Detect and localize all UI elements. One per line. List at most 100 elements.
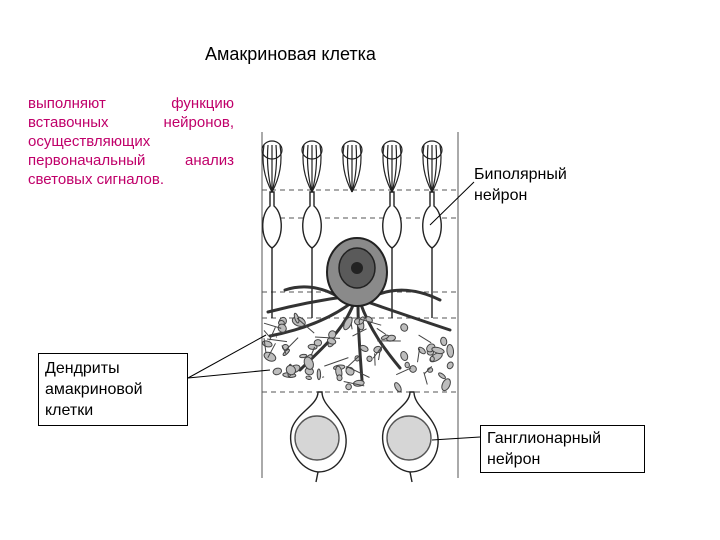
synapse-blob <box>359 344 369 352</box>
amacrine-description: выполняют функцию вставочных нейронов, о… <box>28 95 234 188</box>
receptor-fiber <box>271 144 282 193</box>
receptor-knob <box>421 140 443 160</box>
dendrite-fiber <box>267 338 288 343</box>
receptor-tufts <box>261 140 443 193</box>
synapse-blob <box>366 355 373 362</box>
dendrite-fiber <box>424 366 433 374</box>
receptor-fiber <box>306 144 313 193</box>
synapse-blob <box>446 344 455 358</box>
synapse-blob <box>285 364 297 376</box>
synapse-blob <box>440 336 448 347</box>
synapse-blob <box>400 351 409 361</box>
synapse-blob <box>404 361 410 369</box>
dendrite-fiber <box>395 367 412 376</box>
receptor-fiber <box>426 144 433 193</box>
receptor-fiber <box>386 144 393 193</box>
synapse-blob <box>438 372 446 380</box>
plexiform-tangle <box>262 312 455 393</box>
synapse-blob <box>316 368 322 381</box>
dendrite-fiber <box>269 326 276 341</box>
dendrite-fiber <box>378 349 381 361</box>
receptor-fiber <box>382 144 393 193</box>
synapse-blob <box>409 365 417 373</box>
dendrite-fiber <box>314 336 341 339</box>
ganglion-neuron-label: Ганглионарный нейрон <box>480 425 645 473</box>
receptor-fiber <box>302 144 313 193</box>
synapse-blob <box>394 382 402 393</box>
synapse-blob <box>380 334 389 340</box>
receptor-fiber <box>422 144 433 193</box>
dendrite-fiber <box>417 348 420 363</box>
bipolar-cell <box>382 191 402 249</box>
dendrite-fiber <box>346 365 370 378</box>
bipolar-cell <box>302 191 322 249</box>
synapse-blob <box>272 367 283 376</box>
dendrite-fiber <box>343 381 365 387</box>
dendrite-fiber <box>281 345 287 354</box>
synapse-blob <box>429 356 435 362</box>
synapse-blob <box>358 316 365 325</box>
synapse-blob <box>343 316 353 331</box>
receptor-fiber <box>271 144 278 193</box>
dendrite-fiber <box>324 357 349 367</box>
dendrite-fiber <box>350 323 353 330</box>
synapse-blob <box>345 366 355 376</box>
receptor-knob <box>301 140 323 160</box>
receptor-fiber <box>262 144 273 193</box>
dendrite-fiber <box>423 371 428 385</box>
dendrite-fiber <box>345 355 360 369</box>
synapse-blob <box>313 339 323 347</box>
dendrite-fiber <box>376 327 387 335</box>
synapse-blob <box>305 375 312 380</box>
dendrite-fiber <box>267 343 276 358</box>
receptor-knob <box>381 140 403 160</box>
dendrite-fiber <box>263 338 267 354</box>
pointer-lines <box>187 181 481 441</box>
receptor-fiber <box>266 144 273 193</box>
synapse-blob <box>293 312 300 324</box>
synapse-blob <box>262 340 273 348</box>
receptor-fiber <box>342 144 353 193</box>
synapse-blob <box>277 323 287 333</box>
dendrite-fiber <box>372 344 384 359</box>
synapse-blob <box>303 356 314 370</box>
receptor-knob <box>261 140 283 160</box>
receptor-fiber <box>431 144 442 193</box>
receptor-fiber <box>351 144 358 193</box>
bipolar-cell <box>422 191 442 249</box>
amacrine-dendrites-label: Дендриты амакриновой клетки <box>38 353 188 426</box>
synapse-blob <box>263 351 277 362</box>
synapse-blob <box>400 323 409 332</box>
diagram-title: Амакриновая клетка <box>205 44 376 64</box>
synapse-blob <box>431 346 445 355</box>
receptor-fiber <box>351 144 362 193</box>
bipolar-cell <box>262 191 282 249</box>
dendrite-fiber <box>352 328 367 337</box>
receptor-fiber <box>391 144 402 193</box>
dendrite-fiber <box>321 376 325 378</box>
receptor-fiber <box>311 144 318 193</box>
synapse-blob <box>336 374 343 382</box>
amacrine-cell <box>266 237 452 382</box>
bipolar-neurons <box>262 191 442 318</box>
ganglion-neurons <box>290 391 439 483</box>
dendrite-fiber <box>263 330 269 337</box>
dendrite-fiber <box>284 337 299 351</box>
receptor-fiber <box>311 144 322 193</box>
synapse-blob <box>446 361 454 370</box>
synapse-blob <box>441 378 451 392</box>
receptor-fiber <box>431 144 438 193</box>
synapse-blob <box>345 383 352 391</box>
dendrite-fiber <box>310 346 316 356</box>
receptor-fiber <box>346 144 353 193</box>
synapse-blob <box>417 346 426 355</box>
dendrite-fiber <box>263 322 282 329</box>
bipolar-neuron-label: Биполярный нейрон <box>474 166 567 204</box>
synapse-blob <box>299 353 308 359</box>
dendrite-fiber <box>296 317 315 334</box>
receptor-fiber <box>391 144 398 193</box>
dendrite-fiber <box>360 318 382 326</box>
dendrite-fiber <box>418 334 432 344</box>
receptor-knob <box>341 140 363 160</box>
